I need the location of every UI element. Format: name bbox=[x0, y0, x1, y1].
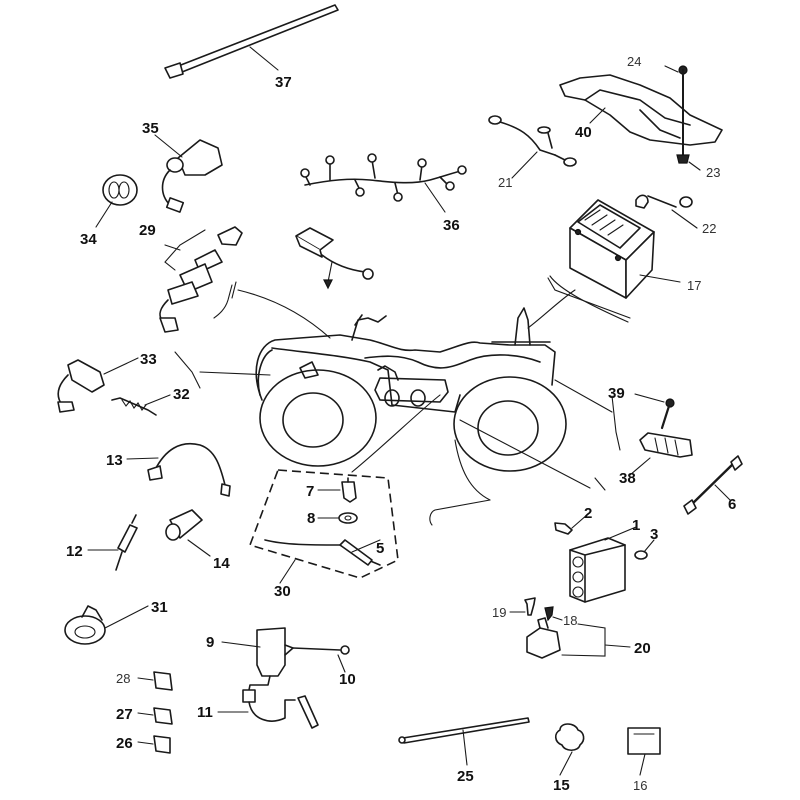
callout-10: 10 bbox=[339, 671, 356, 688]
callout-40: 40 bbox=[575, 124, 592, 141]
callout-33: 33 bbox=[140, 351, 157, 368]
part-4-connector bbox=[295, 227, 374, 290]
part-38-regulator bbox=[629, 432, 693, 476]
callout-15: 15 bbox=[553, 777, 570, 794]
callout-31: 31 bbox=[151, 599, 168, 616]
part-18-terminal bbox=[544, 606, 563, 622]
callout-8: 8 bbox=[307, 510, 315, 527]
part-39-bolt bbox=[634, 393, 675, 430]
callout-1: 1 bbox=[632, 517, 640, 534]
callout-23: 23 bbox=[706, 165, 720, 180]
callout-9: 9 bbox=[206, 634, 214, 651]
part-24-bolt bbox=[664, 65, 688, 159]
part-11-hose bbox=[217, 675, 319, 729]
part-group-30 bbox=[248, 469, 399, 584]
part-21-cable bbox=[488, 115, 577, 179]
callout-32: 32 bbox=[173, 386, 190, 403]
part-23-nut bbox=[676, 154, 701, 171]
callout-29: 29 bbox=[139, 222, 156, 239]
callout-36: 36 bbox=[443, 217, 460, 234]
part-17-battery bbox=[549, 199, 681, 323]
callout-20: 20 bbox=[634, 640, 651, 657]
part-35 bbox=[154, 134, 223, 213]
part-1-cdi-unit bbox=[569, 526, 637, 603]
callout-37: 37 bbox=[275, 74, 292, 91]
part-31-horn bbox=[64, 605, 149, 645]
callout-2: 2 bbox=[584, 505, 592, 522]
part-6-cable bbox=[683, 455, 743, 515]
part-27-fuse bbox=[137, 707, 173, 725]
callout-14: 14 bbox=[213, 555, 230, 572]
part-32-spring bbox=[111, 394, 171, 416]
callout-27: 27 bbox=[116, 706, 133, 723]
callout-24: 24 bbox=[627, 54, 641, 69]
part-2-bolt bbox=[554, 513, 589, 535]
part-19-bolt bbox=[509, 597, 536, 616]
callout-3: 3 bbox=[650, 526, 658, 543]
callout-16: 16 bbox=[633, 778, 647, 793]
part-22-cable bbox=[635, 194, 698, 229]
callout-19: 19 bbox=[492, 605, 506, 620]
callout-labels: 37 34 24 40 23 35 21 36 22 29 17 4 33 32… bbox=[66, 54, 736, 794]
callout-30: 30 bbox=[274, 583, 291, 600]
callout-12: 12 bbox=[66, 543, 83, 560]
callout-26: 26 bbox=[116, 735, 133, 752]
callout-25: 25 bbox=[457, 768, 474, 785]
atv-vehicle bbox=[255, 307, 567, 472]
part-12-plug bbox=[87, 514, 138, 571]
callout-38: 38 bbox=[619, 470, 636, 487]
part-8-washer bbox=[317, 512, 358, 524]
part-28-fuse bbox=[137, 671, 173, 691]
part-7-switch bbox=[317, 477, 357, 503]
callout-6: 6 bbox=[728, 496, 736, 513]
callout-13: 13 bbox=[106, 452, 123, 469]
callout-34: 34 bbox=[80, 231, 97, 248]
callout-35: 35 bbox=[142, 120, 159, 137]
part-3-nut bbox=[634, 539, 655, 560]
callout-17: 17 bbox=[687, 278, 701, 293]
callout-22: 22 bbox=[702, 221, 716, 236]
part-10-wire bbox=[292, 645, 350, 673]
callout-39: 39 bbox=[608, 385, 625, 402]
callout-18: 18 bbox=[563, 613, 577, 628]
part-5-cable bbox=[264, 539, 381, 566]
part-9-pump bbox=[221, 627, 294, 677]
part-26-fuse bbox=[137, 735, 171, 754]
callout-7: 7 bbox=[306, 483, 314, 500]
callout-28: 28 bbox=[116, 671, 130, 686]
part-33-sensor bbox=[57, 357, 139, 413]
callout-11: 11 bbox=[197, 704, 213, 721]
part-40-bracket bbox=[559, 74, 723, 146]
part-34 bbox=[95, 174, 138, 228]
part-15-clip bbox=[554, 723, 585, 776]
part-cable-tie-37 bbox=[164, 4, 339, 79]
part-20-relay bbox=[526, 617, 631, 659]
leader-lines bbox=[174, 277, 631, 526]
part-29 bbox=[159, 226, 243, 333]
part-25-cable-tie bbox=[398, 717, 530, 766]
callout-21: 21 bbox=[498, 175, 512, 190]
part-16-clip bbox=[627, 727, 661, 776]
part-36-wiring-harness bbox=[300, 153, 467, 213]
callout-5: 5 bbox=[376, 540, 384, 557]
part-13-cable bbox=[126, 443, 231, 497]
part-14-sensor bbox=[165, 509, 211, 557]
